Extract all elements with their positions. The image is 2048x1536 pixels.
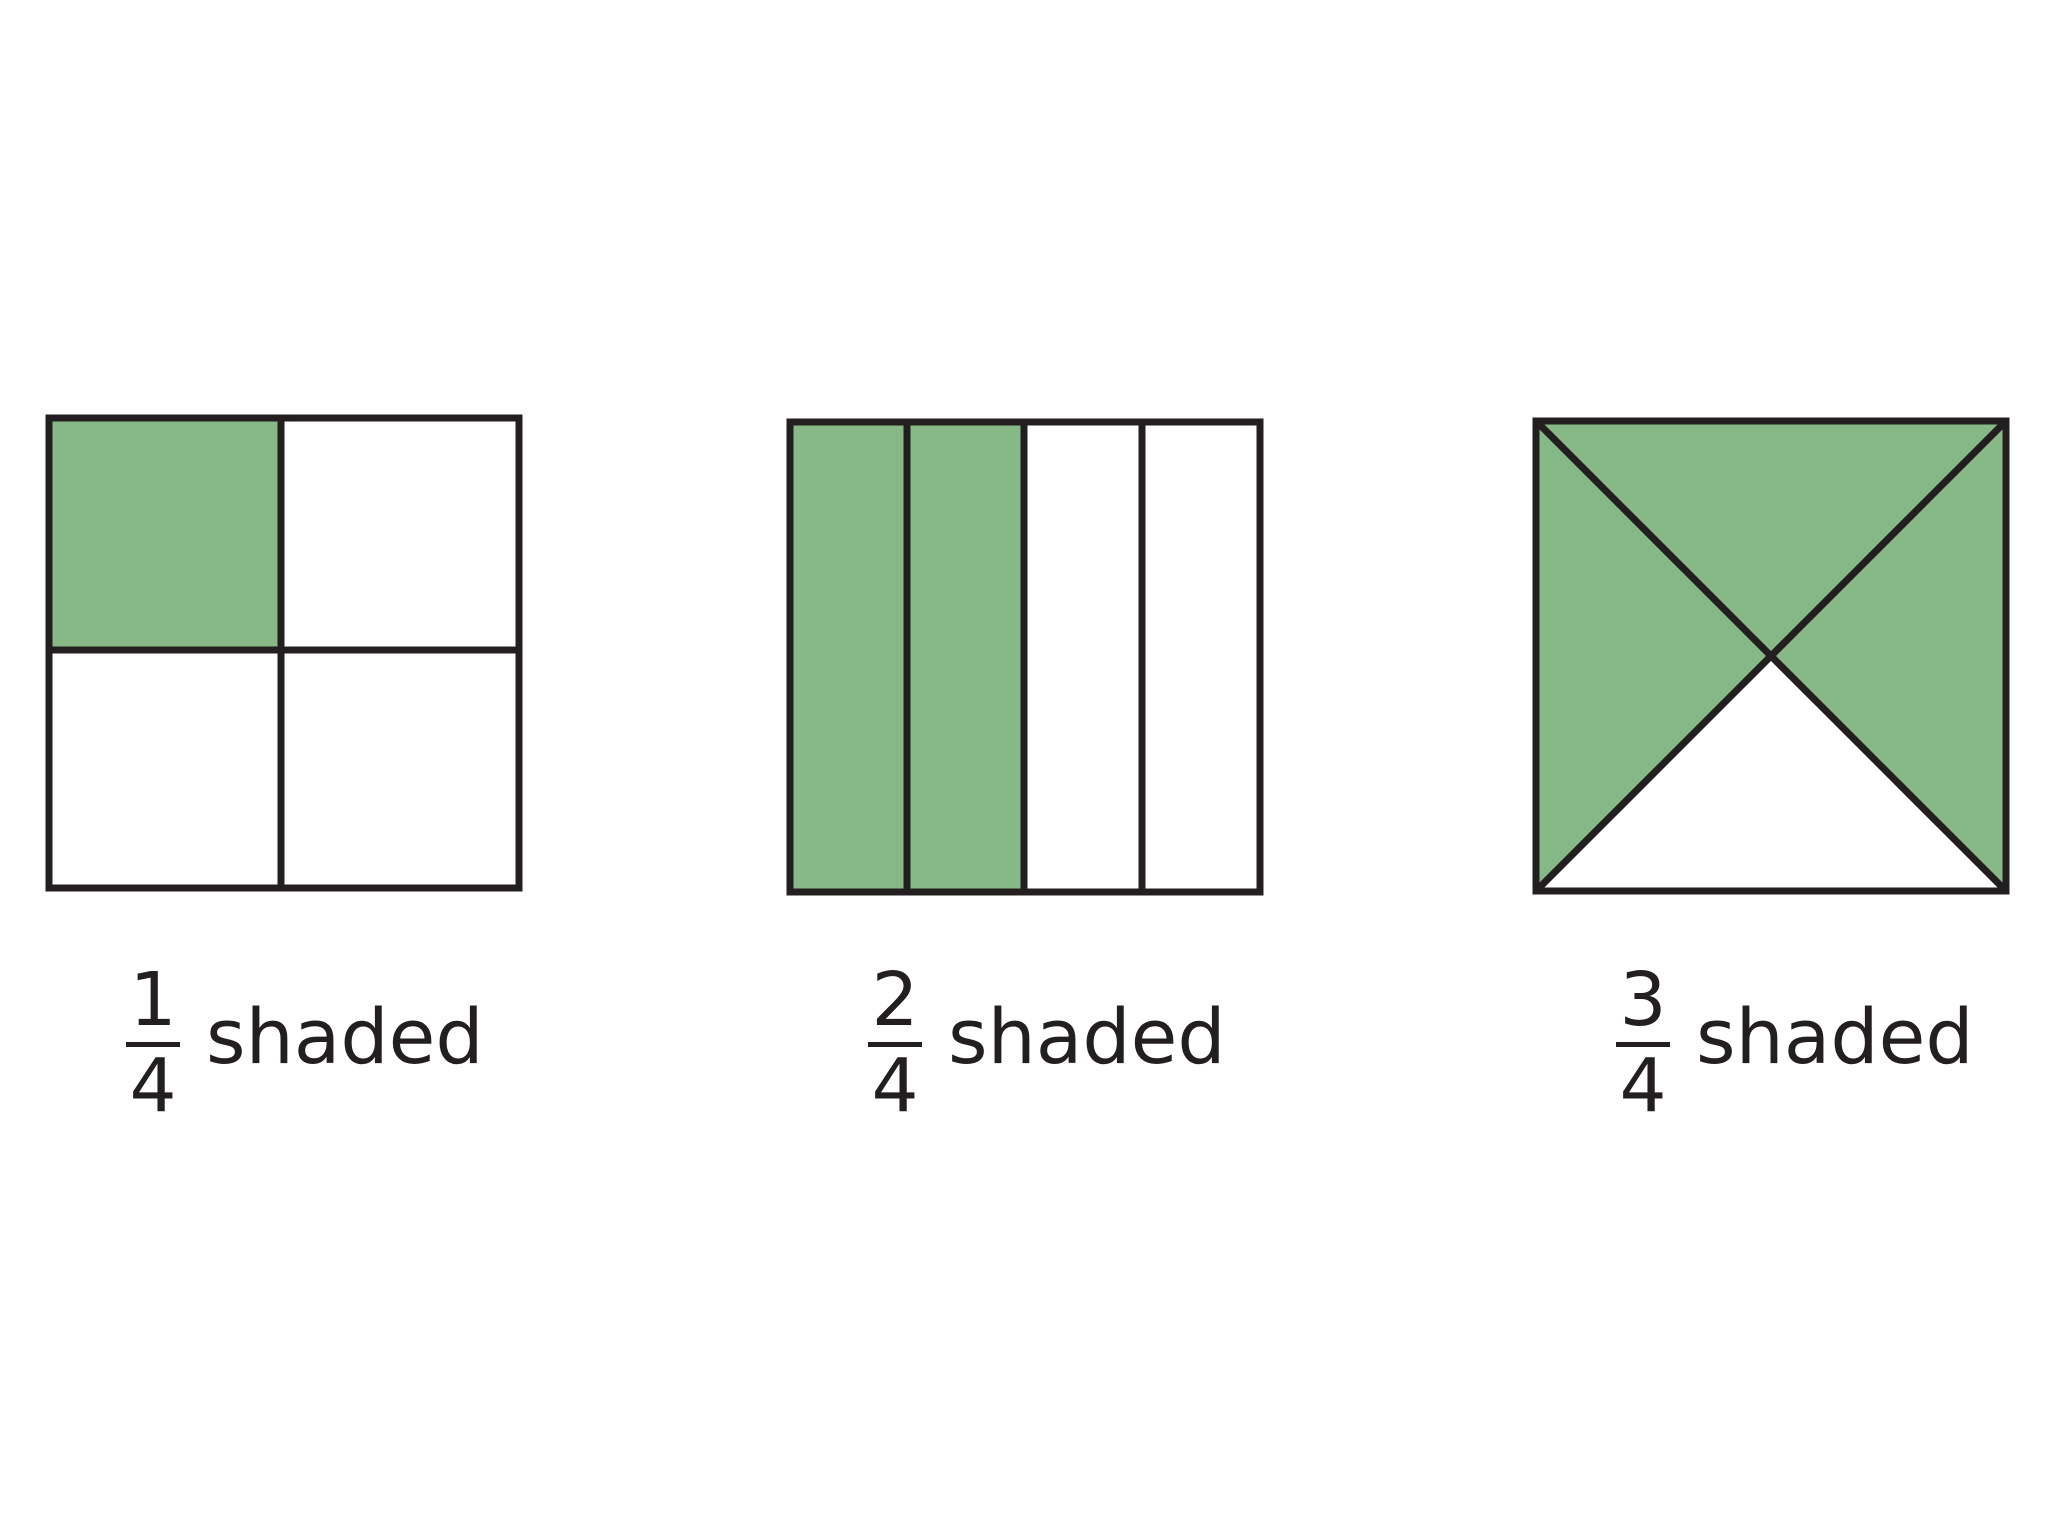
diagonal-square-figure (1532, 417, 2010, 895)
fraction-denominator: 4 (129, 1043, 177, 1129)
fraction-denominator: 4 (1619, 1043, 1667, 1129)
grid-cell-top-right (281, 418, 519, 650)
grid-square-figure (45, 414, 523, 892)
strip-1 (790, 422, 907, 892)
strip-2 (907, 422, 1024, 892)
triangle-bottom (1536, 656, 2006, 891)
fraction-one-quarter: 1 4 (124, 963, 182, 1123)
grid-cell-bottom-right (281, 650, 519, 888)
grid-square-outline (45, 414, 523, 892)
fraction-numerator: 2 (871, 957, 919, 1043)
grid-cell-bottom-left (49, 650, 281, 888)
triangle-left (1536, 421, 1771, 891)
fraction-numerator: 1 (129, 957, 177, 1043)
strips-square-figure (786, 418, 1264, 896)
fraction-three-quarters: 3 4 (1614, 963, 1672, 1123)
strips-square-outline (786, 418, 1264, 896)
diagonal-square-outline (1532, 417, 2010, 895)
shaded-label: shaded (948, 992, 1226, 1081)
strips-square-svg (786, 418, 1264, 896)
fraction-bar (868, 1042, 922, 1047)
strip-3 (1024, 422, 1142, 892)
strip-4 (1142, 422, 1260, 892)
triangle-right (1771, 421, 2006, 891)
fraction-two-quarters: 2 4 (866, 963, 924, 1123)
fraction-bar (126, 1042, 180, 1047)
triangle-top (1536, 421, 2006, 656)
shaded-label: shaded (206, 992, 484, 1081)
shaded-label: shaded (1696, 992, 1974, 1081)
grid-cell-top-left (49, 418, 281, 650)
fraction-denominator: 4 (871, 1043, 919, 1129)
diagonal-line-2 (1533, 418, 2009, 894)
fraction-numerator: 3 (1619, 957, 1667, 1043)
diagonal-square-svg (1532, 417, 2010, 895)
fraction-bar (1616, 1042, 1670, 1047)
grid-square-svg (45, 414, 523, 892)
